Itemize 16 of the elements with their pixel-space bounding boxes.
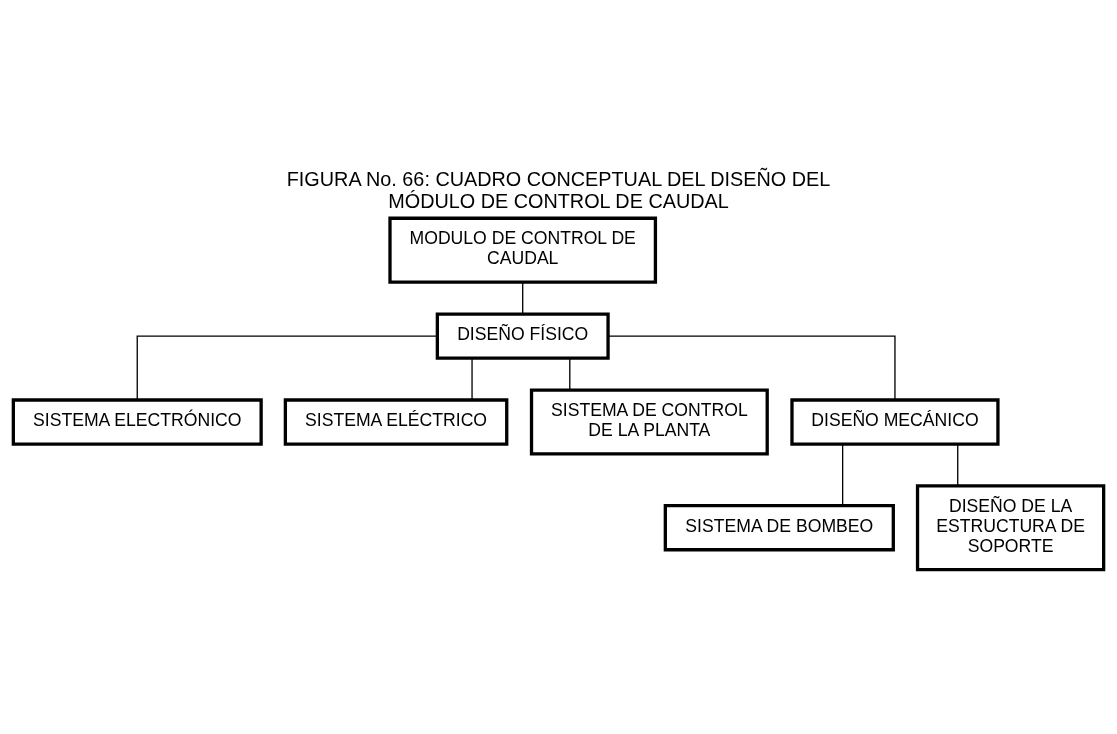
- node-box: MODULO DE CONTROL DE CAUDAL: [388, 216, 658, 284]
- connector: [471, 357, 473, 401]
- node-box: DISEÑO FÍSICO: [435, 311, 610, 360]
- diagram-title: FIGURA No. 66: CUADRO CONCEPTUAL DEL DISEÑO DEL MÓDULO DE CONTROL DE CAUDAL: [286, 167, 831, 212]
- connector: [136, 334, 438, 401]
- node-box: SISTEMA ELECTRÓNICO: [11, 397, 263, 446]
- node-box: SISTEMA DE CONTROL DE LA PLANTA: [529, 387, 769, 456]
- node-box: SISTEMA DE BOMBEO: [663, 503, 895, 551]
- connector: [569, 357, 571, 391]
- connector: [957, 443, 959, 486]
- node-box: DISEÑO DE LA ESTRUCTURA DE SOPORTE: [915, 483, 1106, 571]
- node-box: SISTEMA ELÉCTRICO: [283, 397, 509, 446]
- connector: [842, 443, 844, 506]
- node-box: DISEÑO MECÁNICO: [790, 397, 1000, 446]
- connector: [522, 281, 524, 314]
- connector: [607, 334, 896, 401]
